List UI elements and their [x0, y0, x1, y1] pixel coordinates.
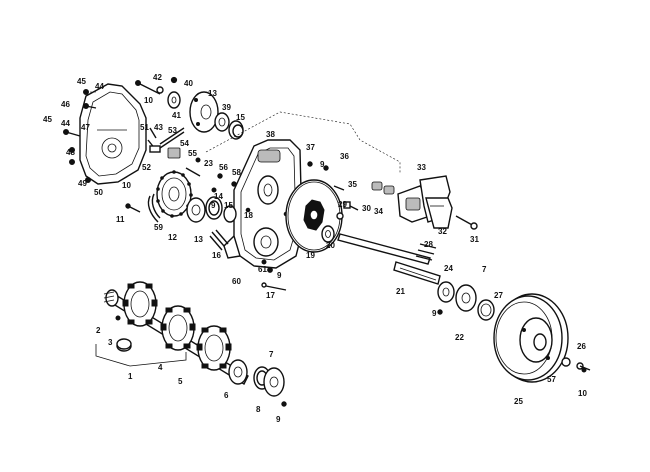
lower-shaft-bits — [209, 229, 287, 291]
driven-pulley — [493, 293, 569, 383]
callout-27: 27 — [494, 291, 503, 300]
callout-56: 56 — [219, 163, 228, 172]
callout-48: 48 — [66, 148, 75, 157]
callout-7-pulley: 7 — [482, 265, 487, 274]
pulley-hardware — [437, 281, 591, 373]
chaincase-housing — [223, 139, 303, 269]
callout-30: 30 — [362, 204, 371, 213]
callout-55: 55 — [188, 149, 197, 158]
callout-51: 51 — [140, 123, 149, 132]
callout-46: 46 — [61, 100, 70, 109]
track-sprocket-3 — [196, 325, 232, 371]
callout-11: 11 — [116, 215, 125, 224]
callout-10-pulley: 10 — [578, 389, 587, 398]
callout-15-top: 15 — [236, 113, 245, 122]
callout-16: 16 — [212, 251, 221, 260]
callout-57: 57 — [547, 375, 556, 384]
callout-17: 17 — [266, 291, 275, 300]
callout-14: 14 — [214, 192, 223, 201]
callout-9-disc: 9 — [320, 160, 325, 169]
callout-54: 54 — [180, 139, 189, 148]
cover-bolts — [63, 89, 98, 183]
assembly-bracket-1 — [95, 344, 187, 367]
callout-53: 53 — [168, 126, 177, 135]
callout-49: 49 — [78, 179, 87, 188]
callout-47: 47 — [81, 123, 90, 132]
axle-bearing-stack — [115, 315, 287, 407]
callout-26: 26 — [577, 342, 586, 351]
callout-12: 12 — [168, 233, 177, 242]
track-sprocket-2 — [160, 305, 196, 351]
callout-34: 34 — [374, 207, 383, 216]
callout-5: 5 — [178, 377, 183, 386]
callout-50: 50 — [94, 188, 103, 197]
callout-29: 29 — [338, 200, 347, 209]
chaincase-cover — [79, 83, 147, 185]
callout-45-top: 45 — [77, 77, 86, 86]
callout-28: 28 — [424, 240, 433, 249]
callout-35: 35 — [348, 180, 357, 189]
callout-4: 4 — [158, 363, 163, 372]
callout-2: 2 — [96, 326, 101, 335]
callout-31: 31 — [470, 235, 479, 244]
callout-10-top: 10 — [144, 96, 153, 105]
callout-18: 18 — [244, 211, 253, 220]
callout-20: 20 — [326, 241, 335, 250]
callout-45-left: 45 — [43, 115, 52, 124]
tension-bolts — [147, 127, 201, 177]
callout-42: 42 — [153, 73, 162, 82]
callout-36: 36 — [340, 152, 349, 161]
track-sprocket-1 — [122, 281, 158, 327]
callout-6: 6 — [224, 391, 229, 400]
callout-9-pulley: 9 — [432, 309, 437, 318]
callout-21: 21 — [396, 287, 405, 296]
jackshaft — [337, 233, 441, 285]
callout-labels: 1 2 3 4 5 6 7 7 8 9 9 9 9 9 10 10 10 11 … — [43, 73, 587, 424]
upper-bearing-stack — [135, 76, 244, 140]
callout-37: 37 — [306, 143, 315, 152]
assembly-guide-line — [205, 111, 401, 174]
callout-22: 22 — [455, 333, 464, 342]
callout-19: 19 — [306, 251, 315, 260]
callout-41: 41 — [172, 111, 181, 120]
callout-9-housing: 9 — [277, 271, 282, 280]
callout-9-rings: 9 — [211, 201, 216, 210]
callout-60: 60 — [232, 277, 241, 286]
callout-24: 24 — [444, 264, 453, 273]
callout-59: 59 — [154, 223, 163, 232]
callout-10-left: 10 — [122, 181, 131, 190]
callout-13-rings: 13 — [194, 235, 203, 244]
callout-58: 58 — [232, 168, 241, 177]
callout-43: 43 — [154, 123, 163, 132]
callout-39: 39 — [222, 103, 231, 112]
callout-3: 3 — [108, 338, 113, 347]
spacer-rings — [186, 173, 237, 223]
callout-15-rings: 15 — [224, 201, 233, 210]
callout-44-top: 44 — [95, 82, 104, 91]
brake-caliper — [371, 175, 478, 230]
callout-9-axle: 9 — [276, 415, 281, 424]
chain-tensioner — [125, 193, 161, 223]
callout-1: 1 — [128, 372, 133, 381]
callout-44-left: 44 — [61, 119, 70, 128]
callout-32: 32 — [438, 227, 447, 236]
callout-40: 40 — [184, 79, 193, 88]
callout-13-top: 13 — [208, 89, 217, 98]
disc-hub-parts — [307, 161, 359, 243]
callout-52: 52 — [142, 163, 151, 172]
callout-7-axle: 7 — [269, 350, 274, 359]
callout-25: 25 — [514, 397, 523, 406]
callout-38: 38 — [266, 130, 275, 139]
callout-23: 23 — [204, 159, 213, 168]
callout-33: 33 — [417, 163, 426, 172]
callout-61: 61 — [258, 265, 267, 274]
callout-8: 8 — [256, 405, 261, 414]
